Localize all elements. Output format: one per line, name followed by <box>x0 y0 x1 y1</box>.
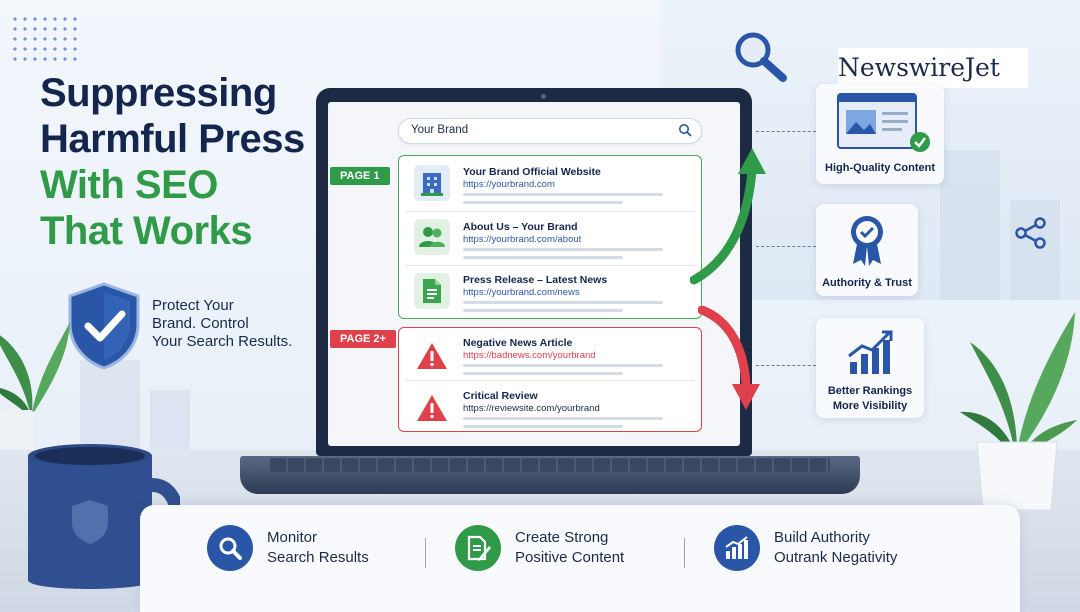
snippet-line <box>463 256 623 259</box>
feature-line-1: Create Strong <box>515 529 609 546</box>
newswirejet-logo: NewswireJet > <box>838 48 1028 122</box>
magnifier-icon <box>207 525 253 571</box>
card-label-line-2: More Visibility <box>832 400 908 412</box>
result-url[interactable]: https://yourbrand.com/news <box>463 287 580 298</box>
snippet-line <box>463 201 623 204</box>
building-icon <box>414 165 450 201</box>
magnifier-icon <box>735 32 787 82</box>
feature-create-content: Create Strong Positive Content <box>455 525 624 571</box>
card-high-quality-content: High-Quality Content <box>816 84 944 184</box>
result-url[interactable]: https://reviewsite.com/yourbrand <box>463 403 600 414</box>
snippet-line <box>463 417 663 420</box>
result-title[interactable]: Negative News Article <box>463 337 573 349</box>
growth-chart-icon <box>848 330 893 374</box>
tagline-line-2: Brand. Control <box>152 315 249 332</box>
down-arrow <box>698 306 760 410</box>
page-2-results: Negative News Article https://badnews.co… <box>398 327 702 432</box>
warning-icon <box>417 395 447 421</box>
connector-line <box>756 246 816 247</box>
search-result[interactable]: About Us – Your Brand https://yourbrand.… <box>399 211 701 265</box>
headline-line-3: With SEO <box>40 163 218 207</box>
result-title[interactable]: Critical Review <box>463 390 538 402</box>
page-1-label: PAGE 1 <box>330 167 390 185</box>
separator <box>684 538 685 568</box>
document-icon <box>414 273 450 309</box>
warning-icon <box>417 343 447 369</box>
result-title[interactable]: About Us – Your Brand <box>463 221 578 233</box>
up-arrow <box>690 148 766 285</box>
result-url[interactable]: https://badnews.com/yourbrand <box>463 350 596 361</box>
card-authority-trust: Authority & Trust <box>816 204 918 296</box>
snippet-line <box>463 425 623 428</box>
card-label: High-Quality Content <box>825 162 935 174</box>
snippet-line <box>463 309 623 312</box>
laptop-camera <box>541 94 546 99</box>
plant-left <box>0 322 70 462</box>
snippet-line <box>463 193 663 196</box>
background-building <box>940 150 1000 300</box>
features-bar <box>140 505 1020 612</box>
search-icon[interactable] <box>678 123 692 137</box>
share-icon <box>1015 217 1046 249</box>
card-label: Authority & Trust <box>822 277 912 289</box>
edit-document-icon <box>455 525 501 571</box>
divider <box>405 211 695 212</box>
snippet-line <box>463 301 663 304</box>
search-bar[interactable]: Your Brand <box>398 118 702 144</box>
decorative-dots <box>10 14 80 64</box>
connector-line <box>756 365 816 366</box>
separator <box>425 538 426 568</box>
feature-build-authority: Build Authority Outrank Negativity <box>714 525 897 571</box>
background-building <box>80 360 140 450</box>
result-title[interactable]: Press Release – Latest News <box>463 274 608 286</box>
snippet-line <box>463 248 663 251</box>
divider <box>405 265 695 266</box>
background-building <box>150 390 190 450</box>
bar-chart-icon <box>714 525 760 571</box>
headline-line-2: Harmful Press <box>40 117 305 161</box>
snippet-line <box>463 364 663 367</box>
feature-line-1: Monitor <box>267 529 318 546</box>
result-title[interactable]: Your Brand Official Website <box>463 166 601 178</box>
connector-line <box>756 131 816 132</box>
people-icon <box>414 219 450 255</box>
search-result[interactable]: Press Release – Latest News https://your… <box>399 265 701 317</box>
feature-line-2: Outrank Negativity <box>774 549 898 566</box>
award-ribbon-icon <box>851 216 883 266</box>
tagline: Protect Your Brand. Control Your Search … <box>152 297 312 351</box>
feature-monitor: Monitor Search Results <box>207 525 369 571</box>
page-1-results: Your Brand Official Website https://your… <box>398 155 702 319</box>
divider <box>405 380 695 381</box>
feature-line-2: Positive Content <box>515 549 625 566</box>
plant-right <box>960 312 1077 511</box>
search-result[interactable]: Your Brand Official Website https://your… <box>399 156 701 210</box>
shield-check-icon <box>68 282 140 370</box>
headline-line-1: Suppressing <box>40 71 277 115</box>
headline-line-4: That Works <box>40 209 253 253</box>
result-url[interactable]: https://yourbrand.com <box>463 179 555 190</box>
tagline-line-1: Protect Your <box>152 297 234 314</box>
feature-line-1: Build Authority <box>774 529 870 546</box>
result-url[interactable]: https://yourbrand.com/about <box>463 234 582 245</box>
card-label-line-1: Better Rankings <box>827 385 913 397</box>
search-result[interactable]: Negative News Article https://badnews.co… <box>399 328 701 380</box>
snippet-line <box>463 372 623 375</box>
tagline-line-3: Your Search Results. <box>152 333 293 350</box>
content-image-icon <box>837 93 930 152</box>
search-query: Your Brand <box>411 124 469 136</box>
page-2-label: PAGE 2+ <box>330 330 396 348</box>
background-building <box>1010 200 1060 300</box>
card-better-rankings: Better Rankings More Visibility <box>816 318 924 418</box>
search-result[interactable]: Critical Review https://reviewsite.com/y… <box>399 380 701 430</box>
feature-line-2: Search Results <box>267 549 369 566</box>
laptop-keyboard <box>270 458 830 472</box>
